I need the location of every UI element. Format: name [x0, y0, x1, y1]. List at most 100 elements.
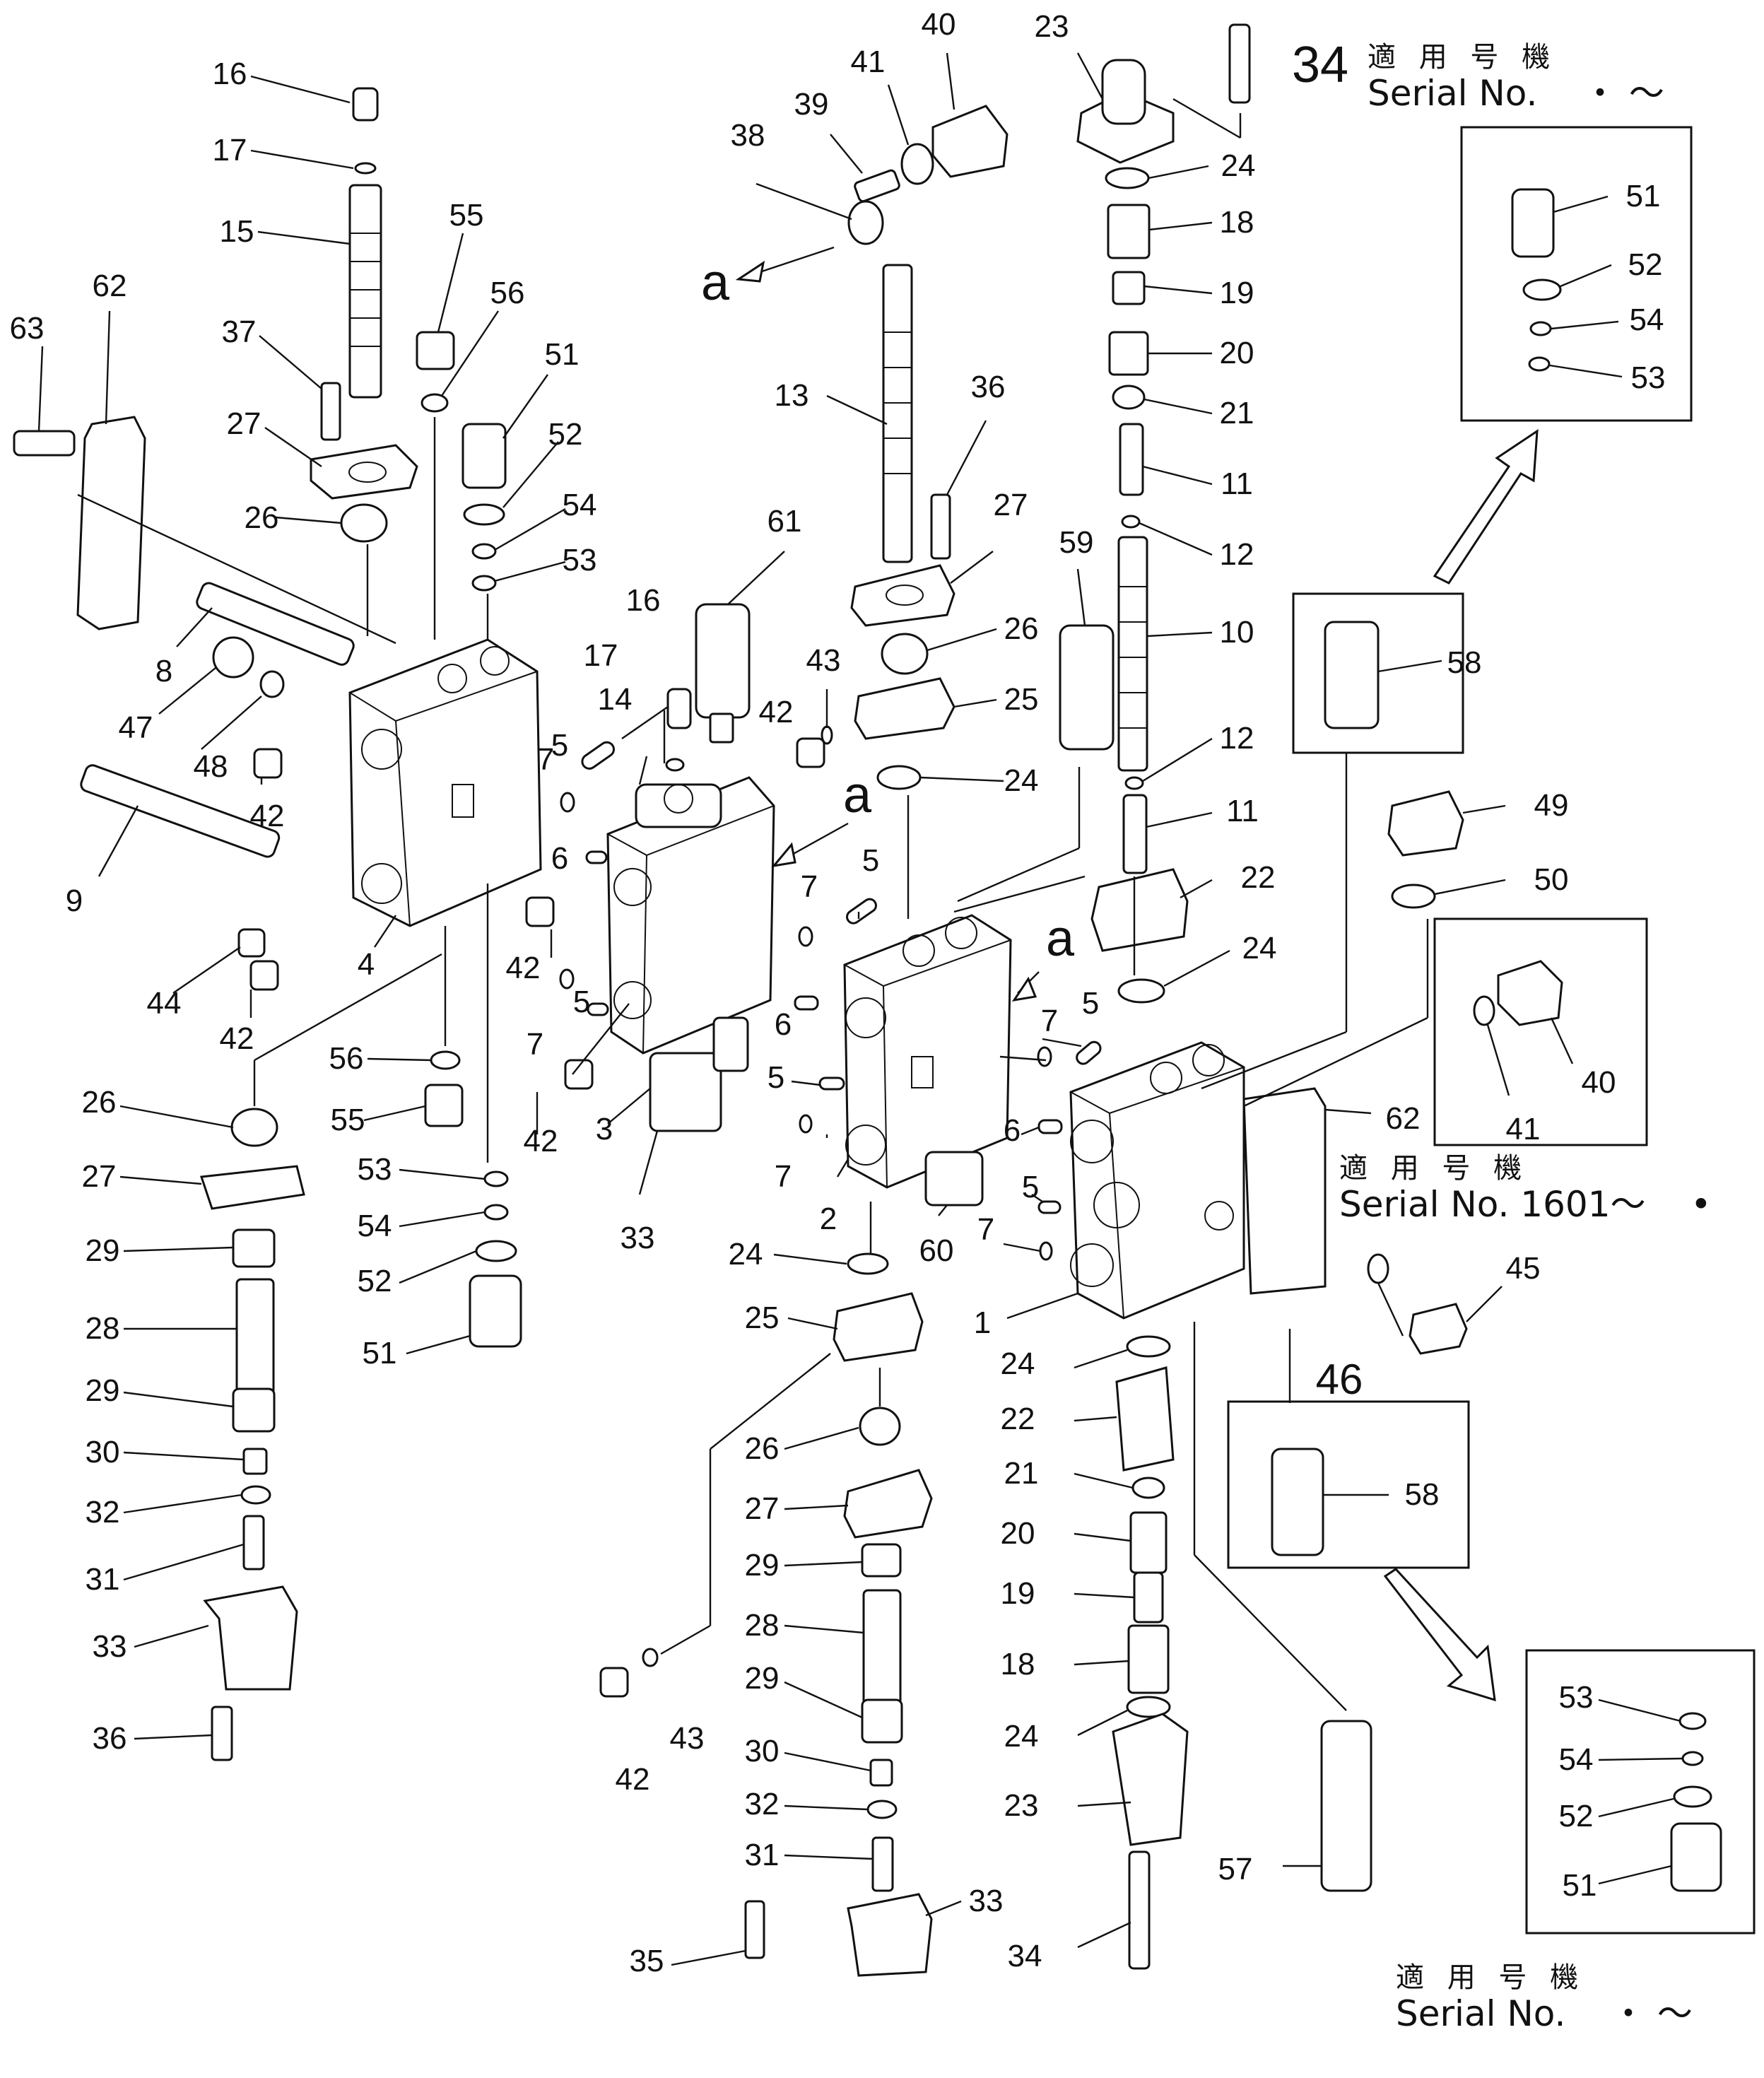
label-30-center: 30 [744, 1734, 780, 1768]
label-11-top: 11 [1221, 466, 1253, 501]
label-7-b: 7 [526, 1027, 544, 1062]
label-48: 48 [193, 749, 228, 784]
label-54-mid: 54 [357, 1209, 392, 1243]
right-lower-stack [1112, 1335, 1372, 1970]
label-12-mid: 12 [1219, 721, 1254, 756]
part-60-plug [924, 1151, 984, 1207]
part-27-lower [199, 1165, 305, 1210]
part-52-oring [463, 503, 505, 526]
label-29-left-a: 29 [85, 1233, 120, 1268]
part-59-valve [1059, 624, 1115, 751]
label-26-left: 26 [81, 1085, 117, 1120]
label-26-lower: 26 [744, 1431, 780, 1466]
label-2: 2 [819, 1202, 837, 1236]
part-14-cap [635, 783, 722, 828]
part-53-ring [471, 575, 497, 592]
part-23-body [1101, 59, 1146, 125]
label-24-r3: 24 [1000, 1346, 1035, 1381]
part-50-oring [1391, 884, 1436, 909]
label-6-c: 6 [1003, 1113, 1021, 1148]
label-42-b: 42 [219, 1021, 254, 1056]
label-5-a: 5 [551, 728, 569, 763]
serial-note-mid-text: Serial No. 1601～ • [1339, 1184, 1712, 1225]
part-61-valve [695, 603, 751, 719]
part-53-lower [483, 1170, 509, 1187]
part-49-plug [1387, 790, 1464, 857]
label-7-d: 7 [774, 1159, 792, 1194]
part-24-e [1126, 1335, 1171, 1358]
part-24-d [1117, 978, 1165, 1004]
label-60: 60 [919, 1233, 954, 1268]
part-6-b [794, 995, 819, 1011]
part-44-plug [237, 928, 266, 958]
label-42-d: 42 [523, 1124, 558, 1158]
section-a-right: a [1045, 910, 1075, 967]
part-42-c [525, 896, 555, 927]
part-34-bolt-top [1228, 23, 1251, 104]
label-58-top: 58 [1447, 645, 1482, 680]
label-33-left: 33 [92, 1629, 127, 1664]
part-26-mid [881, 633, 929, 675]
label-27-lower: 27 [744, 1491, 780, 1526]
label-43-b: 43 [669, 1721, 705, 1756]
label-56-mid: 56 [329, 1041, 364, 1076]
label-leaders [37, 52, 1683, 1966]
part-7-b [559, 968, 575, 990]
section-a-mid: a [842, 767, 872, 823]
label-49: 49 [1534, 788, 1569, 823]
label-5-c: 5 [862, 843, 880, 878]
inset-58-bottom [1227, 1400, 1470, 1569]
part-57-relief [1320, 1720, 1372, 1892]
label-51-mid: 51 [362, 1336, 397, 1370]
part-8-tie-bolt [196, 582, 355, 666]
inset-40-41 [1433, 917, 1648, 1146]
part-19-lower [1133, 1571, 1164, 1624]
part-7-c [799, 1114, 813, 1134]
part-28-c [862, 1589, 902, 1708]
label-46: 46 [1315, 1356, 1363, 1403]
part-11-b [1122, 794, 1148, 874]
center-top-parts [796, 105, 1009, 790]
label-24-r4: 24 [1004, 1719, 1039, 1754]
valve-body-1 [1037, 1040, 1468, 1355]
label-27-left: 27 [81, 1159, 117, 1194]
label-10: 10 [1219, 615, 1254, 650]
part-30-c [869, 1759, 893, 1787]
part-38 [847, 200, 884, 245]
part-22-lower [1115, 1366, 1175, 1472]
label-41-top: 41 [850, 45, 886, 79]
label-52-mid: 52 [357, 1264, 392, 1298]
label-52-inset-b: 52 [1558, 1799, 1594, 1833]
label-3: 3 [595, 1112, 613, 1146]
part-56-lower [430, 1050, 461, 1070]
part-63-bolt [13, 430, 76, 457]
label-44: 44 [146, 986, 182, 1021]
part-45-plug [1409, 1303, 1468, 1355]
label-7-e: 7 [1040, 1004, 1059, 1038]
part-42-f [599, 1667, 629, 1698]
label-53-top: 53 [562, 543, 597, 577]
part-11-a [1119, 423, 1144, 496]
part-54-ring [471, 543, 497, 560]
part-23-lower [1112, 1713, 1189, 1846]
label-16-mid: 16 [625, 583, 661, 618]
part-7-d [798, 926, 813, 947]
part-36-mid [930, 493, 951, 560]
label-24-mid: 24 [1004, 763, 1039, 798]
arrow-up [1433, 429, 1539, 585]
part-20-lower [1129, 1511, 1168, 1574]
left-spool-assembly [310, 87, 418, 543]
small-plugs-left [237, 748, 283, 991]
part-6-c [1037, 1119, 1063, 1134]
label-27-mid: 27 [993, 488, 1028, 522]
label-18-top: 18 [1219, 205, 1254, 240]
part-55-plug [416, 331, 455, 370]
part-42-plug-a [253, 748, 283, 779]
label-56-top: 56 [490, 276, 525, 310]
part-27-cover [310, 444, 418, 500]
label-6-b: 6 [774, 1007, 792, 1042]
right-spool-assembly [1059, 23, 1251, 1004]
part-9-tie-bolt [80, 764, 281, 858]
label-37: 37 [221, 315, 257, 349]
label-52-top: 52 [548, 417, 583, 452]
